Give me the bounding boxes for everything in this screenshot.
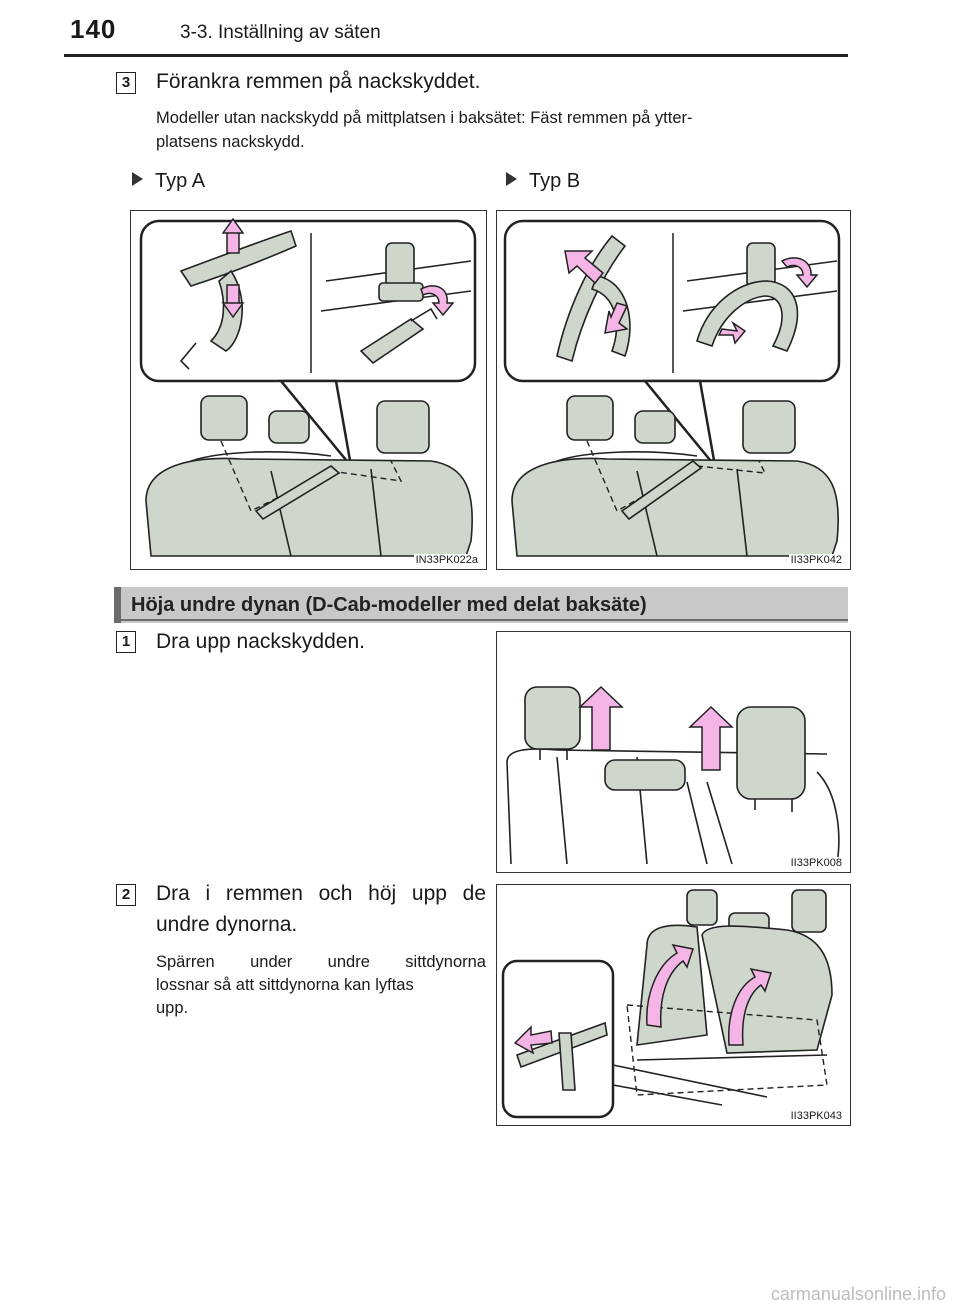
section-heading-text: Höja undre dynan (D-Cab-modeller med del… <box>131 594 647 616</box>
step-3-title: Förankra remmen på nackskyddet. <box>156 70 481 93</box>
type-a-label: Typ A <box>132 170 205 193</box>
cushion-lift-illustration <box>501 889 833 1119</box>
header-rule <box>64 54 848 57</box>
step-number-1: 1 <box>116 631 136 653</box>
step-number-2: 2 <box>116 884 136 906</box>
figure-raise-cushions: II33PK043 <box>496 884 851 1126</box>
triangle-bullet-icon <box>132 172 143 186</box>
type-b-label: Typ B <box>506 170 580 193</box>
type-a-text: Typ A <box>155 170 206 192</box>
triangle-bullet-icon <box>506 172 517 186</box>
step-2-description-line2: lossnar så att sittdynorna kan lyftas <box>156 976 414 994</box>
section-heading: Höja undre dynan (D-Cab-modeller med del… <box>114 587 848 623</box>
figure-c-code: II33PK008 <box>788 857 844 869</box>
step-3-description-line1: Modeller utan nackskydd på mittplatsen i… <box>156 109 693 127</box>
step-2-title-line1: Dra i remmen och höj upp de <box>156 882 486 905</box>
figure-type-a: IN33PK022a <box>130 210 487 570</box>
step-2-title-line2: undre dynorna. <box>156 913 298 936</box>
figure-type-b: II33PK042 <box>496 210 851 570</box>
type-b-text: Typ B <box>529 170 581 192</box>
step-1-title: Dra upp nackskydden. <box>156 630 365 653</box>
seat-strap-illustration-b <box>503 219 841 557</box>
chapter-title: 3-3. Inställning av säten <box>180 22 381 43</box>
headrest-illustration <box>506 685 840 865</box>
figure-b-code: II33PK042 <box>788 554 844 566</box>
step-2-description-line1: Spärren under undre sittdynorna <box>156 953 486 971</box>
section-underline <box>114 619 848 621</box>
step-number-3: 3 <box>116 72 136 94</box>
step-3-description-line2: platsens nackskydd. <box>156 133 305 151</box>
figure-headrests: II33PK008 <box>496 631 851 873</box>
figure-a-code: IN33PK022a <box>413 554 480 566</box>
watermark: carmanualsonline.info <box>770 1284 946 1304</box>
seat-strap-illustration-a <box>139 217 477 557</box>
step-2-description-line3: upp. <box>156 999 189 1017</box>
page-number: 140 <box>70 14 117 44</box>
figure-d-code: II33PK043 <box>788 1110 844 1122</box>
